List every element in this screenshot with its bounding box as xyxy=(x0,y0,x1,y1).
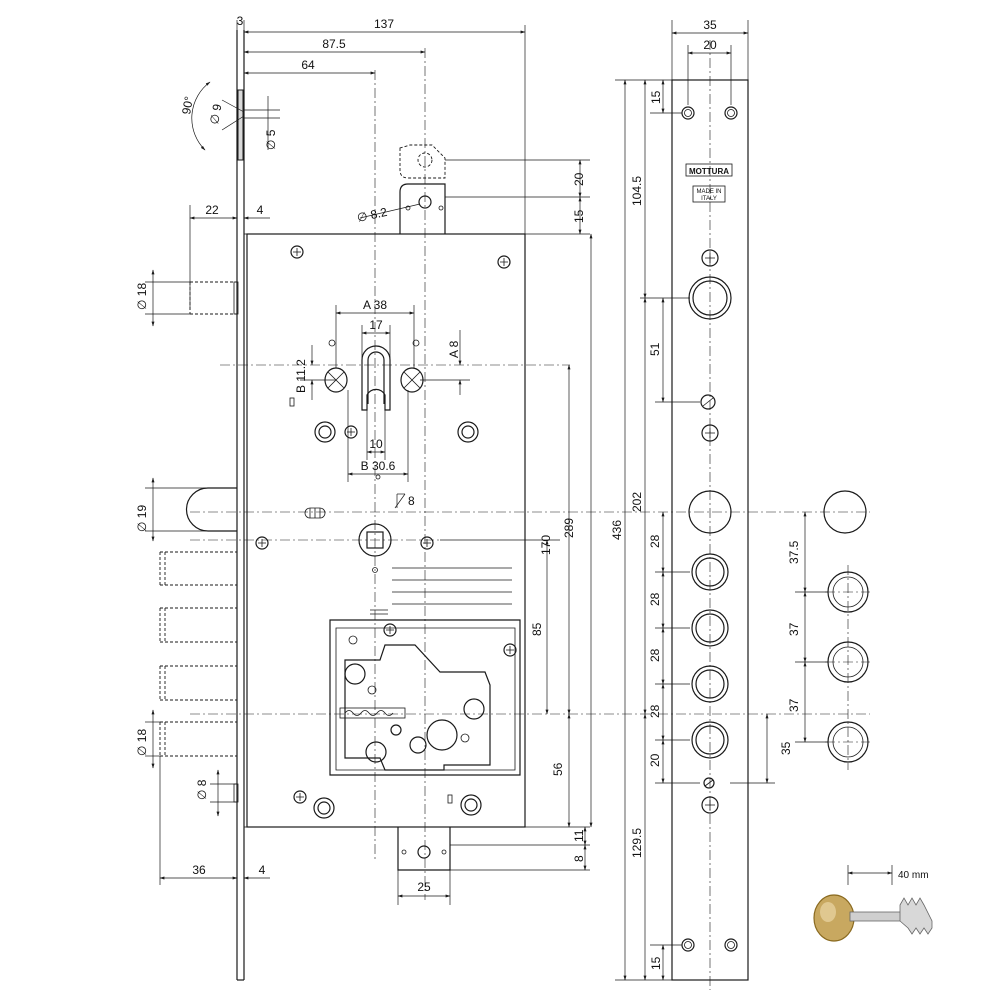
dim-87-5: 87.5 xyxy=(322,37,346,51)
dimension-lines-left xyxy=(145,20,590,885)
slotted-screw-icon xyxy=(700,394,716,410)
dim-dia-9: ∅ 9 xyxy=(207,103,224,126)
bolts-side xyxy=(159,281,239,803)
center-lines xyxy=(190,48,870,900)
dim-face-15-bot: 15 xyxy=(649,956,663,970)
dim-3: 3 xyxy=(237,14,244,28)
brand-plate xyxy=(685,163,733,177)
angle-detail xyxy=(191,81,280,151)
gear-mechanism xyxy=(329,619,521,776)
dim-face-28-c: 28 xyxy=(648,648,662,662)
dim-11: 11 xyxy=(572,829,586,842)
screw-hole-icon xyxy=(681,938,695,952)
slotted-screw-icon xyxy=(703,777,715,789)
dim-a-38: A 38 xyxy=(363,298,387,312)
dim-face-202: 202 xyxy=(630,492,644,512)
dim-bolt-37-b: 37 xyxy=(787,698,801,712)
dim-sq-8: 8 xyxy=(408,494,415,508)
screw-icon xyxy=(293,790,307,804)
dim-face-28-d: 28 xyxy=(648,704,662,718)
dim-20-keeper: 20 xyxy=(572,172,586,186)
dim-face-436: 436 xyxy=(610,520,624,540)
screw-icon xyxy=(701,424,719,442)
dim-dia-5: ∅ 5 xyxy=(264,129,278,150)
bolt-heads-detail xyxy=(795,490,870,770)
dim-4-top: 4 xyxy=(257,203,264,217)
cam-right xyxy=(400,367,424,393)
dim-289: 289 xyxy=(562,518,576,538)
dim-170: 170 xyxy=(539,535,553,555)
dim-face-129-5: 129.5 xyxy=(630,828,644,858)
screw-icon xyxy=(503,643,517,657)
made-in-label: MADE IN xyxy=(696,189,721,195)
dim-22: 22 xyxy=(205,203,219,217)
screw-icon xyxy=(290,245,304,259)
lock-body xyxy=(244,233,526,828)
screw-icon xyxy=(701,796,719,814)
screw-icon xyxy=(383,623,397,637)
dim-4-bot: 4 xyxy=(259,863,266,877)
dim-17: 17 xyxy=(369,318,383,332)
dimension-labels: 3 137 87.5 64 90° ∅ 9 ∅ 5 ∅ 8.2 20 15 22… xyxy=(135,14,929,970)
dim-face-104-5: 104.5 xyxy=(630,176,644,206)
screw-hole-icon xyxy=(724,938,738,952)
dim-dia-8-2: ∅ 8.2 xyxy=(356,205,389,225)
dim-dia-18-top: ∅ 18 xyxy=(135,283,149,310)
screw-icon xyxy=(701,249,719,267)
label-area xyxy=(370,567,512,615)
dim-8-bot: 8 xyxy=(572,855,586,862)
brand-label: MOTTURA xyxy=(689,167,729,176)
dim-15-body: 15 xyxy=(572,209,586,223)
dim-dia-8-bot: ∅ 8 xyxy=(195,779,209,800)
dim-b-11-2: B 11.2 xyxy=(294,359,308,393)
dim-85: 85 xyxy=(530,622,544,636)
dim-b-30-6: B 30.6 xyxy=(361,459,396,473)
dim-bolt-37-a: 37 xyxy=(787,622,801,636)
handle-spindle xyxy=(304,507,392,557)
screw-icon xyxy=(344,425,358,439)
dim-36: 36 xyxy=(192,863,206,877)
dim-face-20: 20 xyxy=(703,38,717,52)
screw-icon xyxy=(497,255,511,269)
body-height-dimensions xyxy=(397,233,593,905)
dim-90-deg: 90° xyxy=(179,95,196,115)
dim-137: 137 xyxy=(374,17,394,31)
dim-face-15-top: 15 xyxy=(649,90,663,104)
dim-face-28-b: 28 xyxy=(648,592,662,606)
dim-face-51: 51 xyxy=(648,342,662,356)
country-label: ITALY xyxy=(701,196,717,202)
bottom-keeper xyxy=(397,827,451,871)
cylinder-dimensions xyxy=(300,305,470,509)
dim-a-8: A 8 xyxy=(447,340,461,358)
dim-face-28-a: 28 xyxy=(648,534,662,548)
screw-hole-icon xyxy=(724,106,738,120)
top-keeper xyxy=(399,144,446,234)
dim-56: 56 xyxy=(551,762,565,776)
faceplate-dimensions xyxy=(615,20,775,981)
dim-face-20-b: 20 xyxy=(648,753,662,767)
dim-64: 64 xyxy=(301,58,315,72)
dim-25: 25 xyxy=(417,880,431,894)
screw-icon xyxy=(255,536,269,550)
faceplate-front: MOTTURA MADE IN ITALY xyxy=(671,40,749,990)
dim-face-35-b: 35 xyxy=(779,741,793,755)
dim-dia-19: ∅ 19 xyxy=(135,505,149,532)
screw-icon xyxy=(420,536,434,550)
body-screws xyxy=(255,245,517,819)
dim-bolt-37-5: 37.5 xyxy=(787,540,801,564)
dim-key-40mm: 40 mm xyxy=(898,870,929,881)
key-illustration xyxy=(813,865,933,942)
dim-dia-18-bot: ∅ 18 xyxy=(135,729,149,756)
dim-face-35: 35 xyxy=(703,18,717,32)
forend-side-profile xyxy=(236,30,245,981)
dim-10: 10 xyxy=(369,437,383,451)
screw-hole-icon xyxy=(681,106,695,120)
